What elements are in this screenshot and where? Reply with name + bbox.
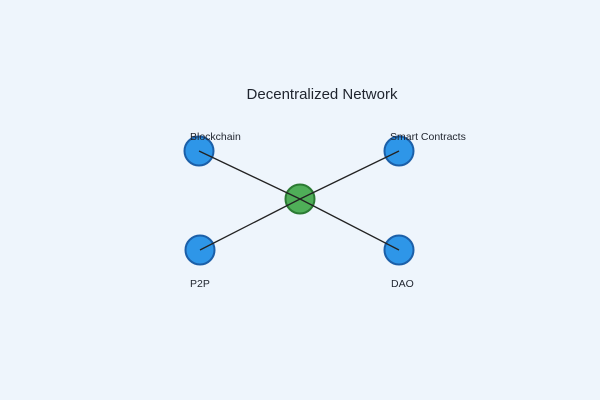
- chart-title: Decentralized Network: [247, 86, 398, 103]
- edges-layer: [198, 150, 400, 251]
- nodes-layer: [183, 135, 415, 266]
- edge-p2p-hub: [199, 198, 301, 251]
- node-label-blockchain: Blockchain: [190, 131, 241, 143]
- node-label-smart-contracts: Smart Contracts: [390, 131, 466, 143]
- node-label-p2p: P2P: [190, 278, 210, 290]
- node-label-dao: DAO: [391, 278, 414, 290]
- edge-blockchain-hub: [198, 150, 301, 200]
- edge-dao-hub: [299, 198, 400, 251]
- edge-smart-contracts-hub: [299, 150, 400, 200]
